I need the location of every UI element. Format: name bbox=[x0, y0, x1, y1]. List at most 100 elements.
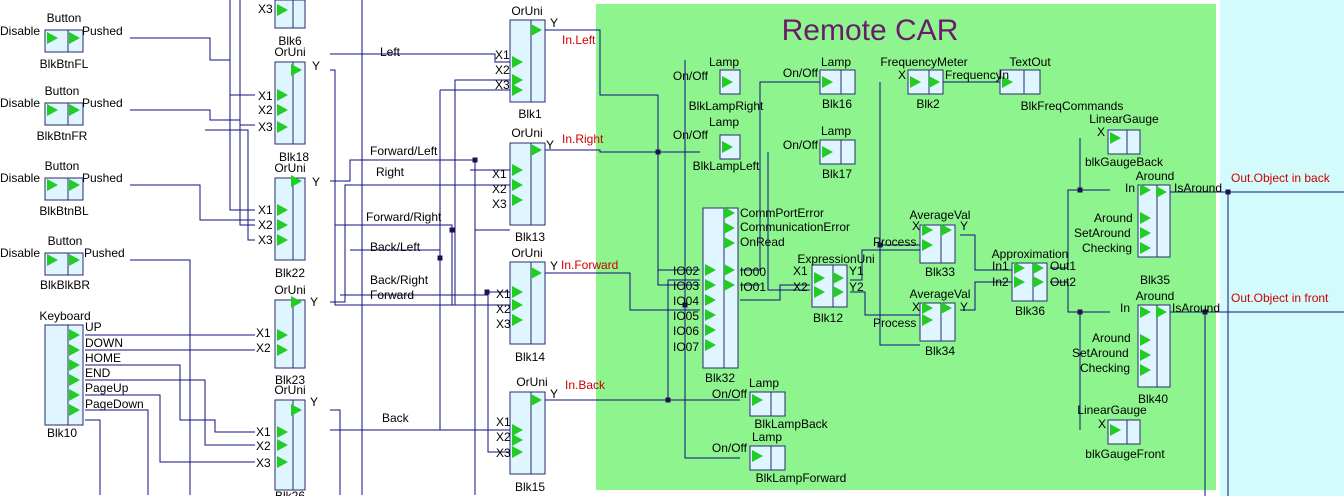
port-label-blk26-out-1: Y bbox=[310, 395, 318, 409]
output-pin-blk26-1 bbox=[291, 404, 302, 416]
wire-3 bbox=[130, 184, 255, 221]
port-label-blkbtnfl-out-1: Pushed bbox=[82, 24, 123, 38]
junction-dot-1 bbox=[472, 157, 478, 163]
signal-label-2: In.Right bbox=[562, 132, 604, 146]
block-name-blk22: Blk22 bbox=[275, 266, 305, 280]
block-name-blk13: Blk13 bbox=[515, 230, 545, 244]
input-pin-blk12-1 bbox=[814, 272, 825, 284]
block-type-blk12: ExpressionUni bbox=[797, 252, 874, 266]
block-name-blkbtnfr: BlkBtnFR bbox=[37, 129, 88, 143]
output-pin-blk10-4 bbox=[69, 374, 80, 386]
port-label-blk40-in-1: In bbox=[1120, 301, 1130, 315]
port-label-blk18-in-2: X2 bbox=[258, 103, 273, 117]
output-pin-blk14-1 bbox=[531, 267, 542, 279]
port-label-blkbtnbl-in-1: Disable bbox=[0, 171, 40, 185]
block-blk40 bbox=[1137, 304, 1171, 388]
wire-2 bbox=[130, 109, 255, 126]
port-label-blk32-out-1: CommPortError bbox=[740, 206, 824, 220]
port-label-blk34-in-1: X bbox=[912, 300, 920, 314]
wire-51 bbox=[1050, 281, 1110, 313]
block-type-blkgaugefront: LinearGauge bbox=[1077, 403, 1147, 417]
signal-label-6: Out.Object in front bbox=[1231, 291, 1329, 305]
block-name-blk14: Blk14 bbox=[515, 350, 545, 364]
block-type-blk36: Approximation bbox=[992, 247, 1069, 261]
block-name-blk40: Blk40 bbox=[1138, 392, 1168, 406]
wire-20 bbox=[335, 224, 510, 306]
port-label-blklampright-in-1: On/Off bbox=[673, 69, 709, 83]
input-pin-blk14-3 bbox=[512, 314, 523, 326]
port-label-blk36-out-1: Out1 bbox=[1050, 259, 1076, 273]
input-pin-blkblkbr-1 bbox=[47, 254, 58, 266]
wire-label-2: Forward/Left bbox=[370, 144, 438, 158]
output-pin-blk1-1 bbox=[531, 24, 542, 36]
block-blk12 bbox=[811, 264, 848, 308]
port-label-blk40-in-2: Around bbox=[1092, 331, 1131, 345]
block-name-blk15: Blk15 bbox=[515, 480, 545, 494]
input-pin-blk36-2 bbox=[1014, 276, 1025, 288]
wire-42 bbox=[850, 291, 920, 316]
input-pin-blklampforward-1 bbox=[752, 450, 763, 462]
block-name-blkbtnfl: BlkBtnFL bbox=[40, 57, 89, 71]
port-label-blk14-in-1: X1 bbox=[496, 287, 511, 301]
output-pin-blk32-4 bbox=[724, 264, 735, 276]
input-pin-blk14-2 bbox=[512, 299, 523, 311]
wire-15 bbox=[330, 69, 510, 306]
wire-label-5: Back/Left bbox=[370, 240, 421, 254]
port-label-blk26-in-1: X1 bbox=[256, 425, 271, 439]
port-label-blk26-in-2: X2 bbox=[256, 439, 271, 453]
port-label-blkblkbr-in-1: Disable bbox=[0, 246, 40, 260]
block-name-blk36: Blk36 bbox=[1015, 304, 1045, 318]
signal-label-4: In.Back bbox=[565, 378, 606, 392]
block-name-blkfreqcommands: BlkFreqCommands bbox=[1021, 99, 1124, 113]
input-pin-blk40-1 bbox=[1140, 306, 1151, 318]
output-pin-blk18-1 bbox=[291, 64, 302, 76]
port-label-blk23-in-1: X1 bbox=[256, 326, 271, 340]
block-type-blklampback: Lamp bbox=[749, 376, 779, 390]
block-type-blk23: OrUni bbox=[274, 283, 305, 297]
port-label-blklampforward-in-1: On/Off bbox=[712, 441, 748, 455]
input-pin-blk40-2 bbox=[1140, 334, 1151, 346]
port-label-blkgaugeback-in-1: X bbox=[1097, 125, 1105, 139]
block-type-blk2: FrequencyMeter bbox=[880, 55, 967, 69]
block-type-blklampright: Lamp bbox=[709, 55, 739, 69]
input-pin-blklampleft-1 bbox=[722, 141, 733, 153]
input-pin-blk18-3 bbox=[277, 121, 288, 133]
port-label-blk13-in-3: X3 bbox=[492, 197, 507, 211]
junction-dot-11 bbox=[1225, 189, 1231, 195]
block-name-blk12: Blk12 bbox=[813, 311, 843, 325]
port-label-blk16-in-1: On/Off bbox=[783, 66, 819, 80]
input-pin-blk26-1 bbox=[277, 426, 288, 438]
signal-label-1: In.Left bbox=[562, 33, 596, 47]
output-pin-blkbtnfr-1 bbox=[69, 104, 80, 116]
wire-46 bbox=[960, 234, 1012, 271]
block-name-blk17: Blk17 bbox=[822, 167, 852, 181]
junction-dot-6 bbox=[665, 397, 671, 403]
input-pin-blk13-2 bbox=[512, 179, 523, 191]
wire-label-1: Left bbox=[380, 45, 401, 59]
port-label-blk14-in-3: X3 bbox=[496, 317, 511, 331]
port-label-blk23-in-2: X2 bbox=[256, 341, 271, 355]
block-name-blk10: Blk10 bbox=[47, 426, 77, 440]
input-pin-blk36-1 bbox=[1014, 262, 1025, 274]
port-label-blk32-in-4: IO05 bbox=[673, 309, 699, 323]
output-pin-blk32-1 bbox=[724, 207, 735, 219]
signal-label-5: Out.Object in back bbox=[1231, 171, 1331, 185]
port-label-blkblkbr-out-1: Pushed bbox=[84, 246, 125, 260]
wire-4 bbox=[130, 259, 191, 495]
wire-27 bbox=[487, 292, 510, 453]
port-label-blk10-out-1: UP bbox=[85, 320, 102, 334]
output-pin-blk33-1 bbox=[941, 224, 952, 236]
port-label-blk33-in-2: Process bbox=[873, 235, 916, 249]
output-pin-blkbtnfl-1 bbox=[69, 32, 80, 44]
block-type-blk40: Around bbox=[1136, 289, 1175, 303]
port-label-blk22-in-2: X2 bbox=[258, 218, 273, 232]
block-name-blk32: Blk32 bbox=[705, 371, 735, 385]
block-name-blklampleft: BlkLampLeft bbox=[693, 159, 760, 173]
port-label-blk12-out-1: Y1 bbox=[849, 264, 864, 278]
block-type-blk1: OrUni bbox=[511, 4, 542, 18]
input-pin-blk32-6 bbox=[705, 339, 716, 351]
port-label-blk36-in-1: In1 bbox=[992, 259, 1009, 273]
output-pin-blk12-1 bbox=[833, 272, 844, 284]
port-label-blk22-in-3: X3 bbox=[258, 233, 273, 247]
input-pin-blk1-3 bbox=[512, 84, 523, 96]
